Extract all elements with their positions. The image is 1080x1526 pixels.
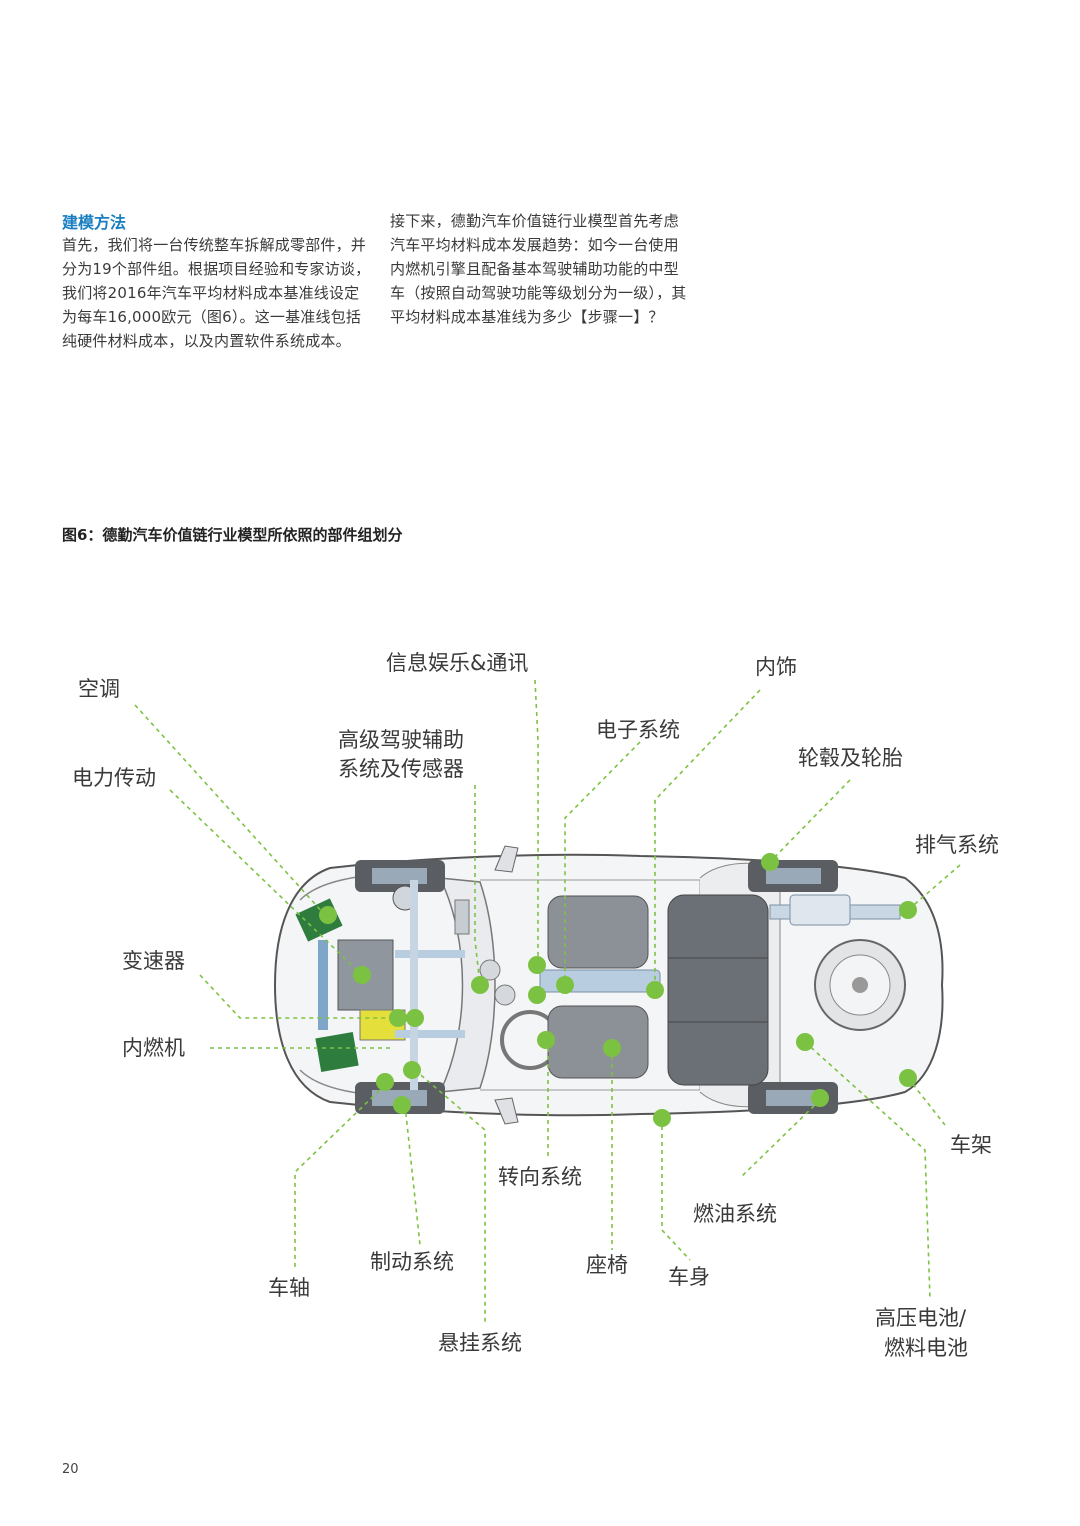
label-steering: 转向系统 — [498, 1165, 582, 1189]
dot-ac — [319, 906, 337, 924]
front-seat-bottom — [547, 1005, 649, 1079]
dot-brakes — [393, 1096, 411, 1114]
label-electronics: 电子系统 — [596, 718, 680, 742]
label-frame: 车架 — [950, 1133, 992, 1157]
dot-axle — [376, 1073, 394, 1091]
label-exhaust: 排气系统 — [915, 833, 999, 857]
intro-paragraph-right: 接下来，德勤汽车价值链行业模型首先考虑汽车平均材料成本发展趋势：如今一台使用内燃… — [390, 212, 687, 326]
dot-transmission — [389, 1009, 407, 1027]
page-number: 20 — [62, 1462, 79, 1477]
radiator — [318, 940, 328, 1030]
dot-infotainment — [528, 956, 546, 974]
label-brakes: 制动系统 — [370, 1250, 454, 1274]
dot-adas — [471, 976, 489, 994]
dot-suspension — [403, 1061, 421, 1079]
label-ac: 空调 — [78, 677, 120, 701]
marker-dots — [319, 853, 917, 1127]
dot-ice — [406, 1009, 424, 1027]
label-axle: 车轴 — [268, 1276, 310, 1300]
label-battery-line2: 燃料电池 — [884, 1336, 968, 1360]
dot-infotainment-2 — [528, 986, 546, 1004]
dot-electric-drive — [353, 966, 371, 984]
label-adas-line2: 系统及传感器 — [338, 757, 464, 781]
dot-seats — [603, 1039, 621, 1057]
dot-interior — [646, 981, 664, 999]
label-transmission: 变速器 — [122, 949, 185, 973]
figure-title: 图6：德勤汽车价值链行业模型所依照的部件组划分 — [62, 526, 403, 544]
label-infotainment: 信息娱乐&通讯 — [386, 651, 528, 675]
dot-steering — [537, 1031, 555, 1049]
dot-exhaust — [899, 901, 917, 919]
label-suspension: 悬挂系统 — [438, 1331, 522, 1355]
section-heading: 建模方法 — [62, 213, 127, 232]
label-seats: 座椅 — [586, 1253, 628, 1277]
dot-battery — [796, 1033, 814, 1051]
label-interior: 内饰 — [755, 655, 797, 679]
battery-12v — [315, 1031, 359, 1073]
intro-paragraph-left: 首先，我们将一台传统整车拆解成零部件，并分为19个部件组。根据项目经验和专家访谈… — [62, 236, 371, 350]
rear-bench-seat — [667, 894, 769, 1086]
mirror-bottom — [494, 1097, 519, 1125]
label-body: 车身 — [668, 1265, 710, 1289]
label-wheels: 轮毂及轮胎 — [798, 746, 903, 770]
windshield — [438, 877, 496, 1093]
mirror-top — [494, 845, 519, 873]
leader-lines — [134, 679, 961, 1325]
label-fuel: 燃油系统 — [693, 1202, 777, 1226]
label-adas-line1: 高级驾驶辅助 — [338, 728, 464, 752]
dot-fuel — [811, 1089, 829, 1107]
dot-wheels — [761, 853, 779, 871]
front-seat-top — [547, 895, 649, 969]
dot-frame — [899, 1069, 917, 1087]
label-battery-line1: 高压电池/ — [875, 1306, 967, 1330]
car-illustration — [273, 845, 944, 1125]
label-electric-drive: 电力传动 — [72, 766, 156, 790]
label-ice: 内燃机 — [122, 1036, 185, 1060]
component-labels: 空调 信息娱乐&通讯 内饰 高级驾驶辅助 系统及传感器 电子系统 电力传动 轮毂… — [72, 651, 999, 1360]
dot-body — [653, 1109, 671, 1127]
dot-electronics — [556, 976, 574, 994]
